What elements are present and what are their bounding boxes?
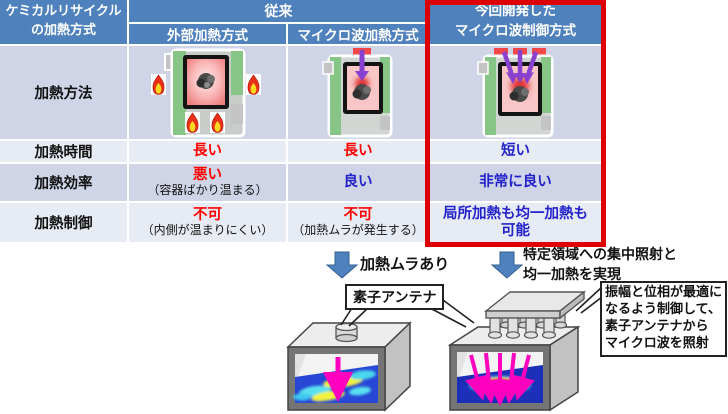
cell-method-external <box>129 46 286 139</box>
microwave-arrow-icon <box>355 49 369 81</box>
column-header-new-microwave-control: 今回開発した マイクロ波制御方式 <box>430 0 601 44</box>
group-header-conventional: 従来 <box>129 0 428 22</box>
row-label-heating-method: 加熱方法 <box>0 46 127 139</box>
cell-time-microwave: 長い <box>288 141 428 162</box>
microwave-beam-arrows <box>465 352 535 406</box>
element-antenna-label: 素子アンテナ <box>345 284 445 310</box>
cell-method-new <box>430 46 601 139</box>
flame-icon <box>245 73 261 95</box>
cell-efficiency-microwave: 良い <box>288 164 428 201</box>
down-arrow-icon <box>490 251 524 279</box>
value-time-microwave: 長い <box>343 143 373 160</box>
note-control-microwave: （加熱ムラが発生する） <box>292 222 424 237</box>
cell-efficiency-external: 悪い （容器ばかり温まる） <box>129 164 286 201</box>
cell-time-new: 短い <box>430 141 601 162</box>
external-heating-furnace-icon <box>150 48 261 137</box>
heated-material-blob <box>509 85 529 102</box>
cell-time-external: 長い <box>129 141 286 162</box>
note-efficiency-external: （容器ばかり温まる） <box>147 182 268 197</box>
microwave-heating-furnace-icon <box>322 47 393 137</box>
bottom-illustration <box>286 251 603 412</box>
heated-material-blob <box>352 83 371 100</box>
cell-control-external: 不可 （内側が温まりにくい） <box>129 203 286 242</box>
conventional-result-label: 加熱ムラあり <box>360 255 450 273</box>
antenna-array <box>483 290 587 339</box>
value-time-new: 短い <box>501 143 530 160</box>
cell-efficiency-new: 非常に良い <box>430 164 601 201</box>
value-control-microwave: 不可 <box>343 207 373 224</box>
microwave-arrow-icon <box>501 49 538 76</box>
callout-leader-lines <box>340 286 603 328</box>
phase-control-note: 振幅と位相が最適に なるよう制御して、 素子アンテナから マイクロ波を照射 <box>600 281 727 357</box>
controlled-microwave-furnace-icon <box>476 47 553 137</box>
flame-icon <box>209 111 225 133</box>
value-efficiency-microwave: 良い <box>343 174 373 191</box>
microwave-arrowheads <box>505 71 534 84</box>
down-arrow-icon <box>325 251 359 279</box>
row-label-heating-efficiency: 加熱効率 <box>0 164 127 201</box>
corner-header: ケミカルリサイクル の加熱方式 <box>0 0 127 44</box>
column-header-microwave-heating: マイクロ波加熱方式 <box>288 24 428 44</box>
value-time-external: 長い <box>193 143 222 160</box>
new-method-cavity-box <box>447 290 587 412</box>
cell-control-new: 局所加熱も均一加熱も 可能 <box>430 203 601 242</box>
value-efficiency-new: 非常に良い <box>479 174 552 191</box>
row-label-heating-control: 加熱制御 <box>0 203 127 242</box>
new-method-result-label: 特定領域への集中照射と 均一加熱を実現 <box>523 247 677 283</box>
row-label-heating-time: 加熱時間 <box>0 141 127 162</box>
heated-material-blob <box>196 72 215 89</box>
cell-control-microwave: 不可 （加熱ムラが発生する） <box>288 203 428 242</box>
flame-icon <box>184 111 200 133</box>
value-efficiency-external: 悪い <box>193 167 222 184</box>
column-header-external-heating: 外部加熱方式 <box>129 24 286 44</box>
note-control-external: （内側が温まりにくい） <box>141 222 274 237</box>
value-control-new: 局所加熱も均一加熱も 可能 <box>443 205 588 239</box>
flame-icon <box>150 73 166 95</box>
single-antenna <box>335 322 358 343</box>
cell-method-microwave <box>288 46 428 139</box>
value-control-external: 不可 <box>193 207 222 224</box>
conventional-cavity-box <box>286 321 412 412</box>
